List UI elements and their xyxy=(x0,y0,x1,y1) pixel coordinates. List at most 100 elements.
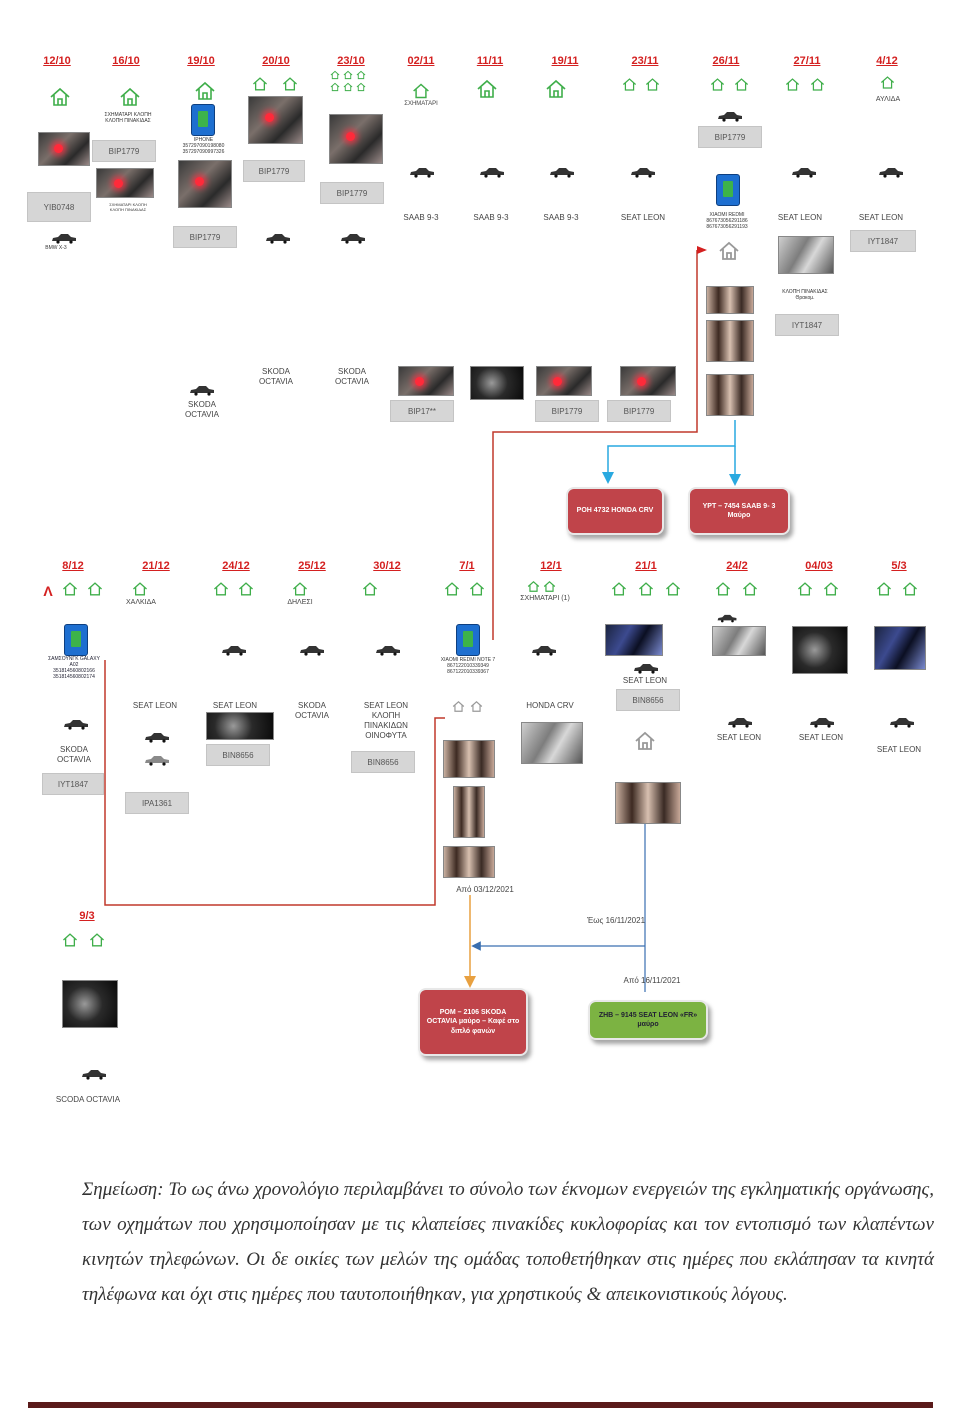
car-icon xyxy=(879,168,903,178)
theft-note: ΣΧΗΜΑΤΑΡΙ ΚΛΟΠΗ ΚΛΟΠΗ ΠΙΝΑΚΙΔΑΣ xyxy=(104,112,152,124)
car-model: HONDA CRV xyxy=(526,701,574,710)
house-icon xyxy=(253,77,267,91)
car-icon xyxy=(728,718,752,728)
house-icon xyxy=(452,700,465,712)
cctv-photo xyxy=(96,168,154,198)
car-model: SAAB 9-3 xyxy=(403,213,439,222)
car-icon xyxy=(717,614,737,623)
date-label: 21/12 xyxy=(142,560,170,572)
car-model: SKODA OCTAVIA xyxy=(295,701,329,720)
plate-label: ΒΙΡ1779 xyxy=(243,160,305,182)
house-icon xyxy=(810,78,825,91)
house-icon xyxy=(283,77,297,91)
vehicle-box-seat: ΖΗΒ – 9145 SEAT LEON «FR» μαύρο xyxy=(588,1000,708,1040)
car-model: SKODA OCTAVIA xyxy=(259,367,293,386)
cctv-photo xyxy=(605,624,663,656)
house-icon xyxy=(470,582,484,596)
house-icon xyxy=(798,582,812,596)
car-icon xyxy=(64,720,88,730)
house-icon xyxy=(645,78,660,91)
house-icon xyxy=(666,582,680,596)
date-label: 23/11 xyxy=(631,55,659,67)
car-icon xyxy=(810,718,834,728)
phone-imei: XIAOMI REDMI 867673056291186 86767305629… xyxy=(706,212,748,230)
house-icon xyxy=(612,582,626,596)
plate-label: ΥΙΒ0748 xyxy=(27,192,91,222)
car-model: SEAT LEON xyxy=(777,213,823,222)
house-icon xyxy=(546,79,566,98)
house-icon xyxy=(527,580,540,592)
plate-label: ΒΙΡ1779 xyxy=(535,400,599,422)
house-icon xyxy=(214,582,228,596)
date-label: 12/1 xyxy=(540,560,562,572)
since-date: Από 16/11/2021 xyxy=(623,976,681,985)
date-label: 27/11 xyxy=(793,55,821,67)
footnote: Σημείωση: Το ως άνω χρονολόγιο περιλαμβά… xyxy=(82,1179,934,1305)
location-label: Λ xyxy=(43,583,53,599)
cctv-photo xyxy=(874,626,926,670)
car-model: SKODA OCTAVIA xyxy=(57,745,91,764)
date-label: 24/2 xyxy=(726,560,748,572)
car-icon xyxy=(631,168,655,178)
date-label: 20/10 xyxy=(262,55,290,67)
house-icon xyxy=(785,78,800,91)
cctv-photo xyxy=(521,722,583,764)
house-icon xyxy=(543,580,556,592)
cctv-photo xyxy=(62,980,118,1028)
car-icon xyxy=(550,168,574,178)
date-label: 26/11 xyxy=(712,55,740,67)
house-icon xyxy=(343,82,353,92)
car-icon xyxy=(300,646,324,656)
house-icon xyxy=(413,83,429,99)
plate-label: ΙΥΤ1847 xyxy=(775,314,839,336)
date-label: 23/10 xyxy=(337,55,365,67)
plate-label: ΒΙΡ1779 xyxy=(173,226,237,248)
car-icon xyxy=(634,664,658,674)
car-icon xyxy=(341,234,365,244)
car-icon xyxy=(480,168,504,178)
car-icon xyxy=(145,756,169,766)
house-icon xyxy=(330,82,340,92)
suspect-photo xyxy=(443,846,495,878)
house-icon xyxy=(356,82,366,92)
date-label: 21/1 xyxy=(635,560,657,572)
house-icon xyxy=(50,87,70,106)
cctv-photo xyxy=(38,132,90,166)
phone-icon xyxy=(716,174,740,206)
plate-label: ΒΙΡ1779 xyxy=(698,126,762,148)
cctv-photo xyxy=(178,160,232,208)
date-label: 16/10 xyxy=(112,55,140,67)
house-icon xyxy=(880,76,895,89)
suspect-photo xyxy=(443,740,495,778)
car-icon xyxy=(718,112,742,122)
date-label: 04/03 xyxy=(805,560,833,572)
car-icon xyxy=(145,733,169,743)
date-label: 30/12 xyxy=(373,560,401,572)
house-icon xyxy=(622,78,637,91)
suspect-photo xyxy=(706,286,754,314)
house-icon xyxy=(195,81,215,100)
house-icon xyxy=(120,87,140,106)
house-icon xyxy=(133,582,147,596)
date-label: 7/1 xyxy=(459,560,475,572)
plate-label: ΒΙΝ8656 xyxy=(616,689,680,711)
house-icon xyxy=(470,700,483,712)
house-icon xyxy=(824,582,838,596)
date-label: 24/12 xyxy=(222,560,250,572)
car-model: SEAT LEON xyxy=(716,733,762,742)
suspect-photo xyxy=(706,320,754,362)
plate-label: ΒΙΡ1779 xyxy=(320,182,384,204)
date-label: 19/10 xyxy=(187,55,215,67)
theft-note: ΣΧΗΜΑΤΑΡΙ ΚΛΟΠΗ ΚΛΟΠΗ ΠΙΝΑΚΙΔΑΣ xyxy=(109,202,147,212)
plate-label: ΒΙΡ1779 xyxy=(92,140,156,162)
house-icon xyxy=(639,582,653,596)
phone-icon xyxy=(64,624,88,656)
cctv-photo xyxy=(329,114,383,164)
date-label: 8/12 xyxy=(62,560,84,572)
date-label: 02/11 xyxy=(407,55,435,67)
car-model: BMW X-3 xyxy=(45,245,67,251)
house-icon xyxy=(743,582,757,596)
house-icon xyxy=(330,70,340,80)
